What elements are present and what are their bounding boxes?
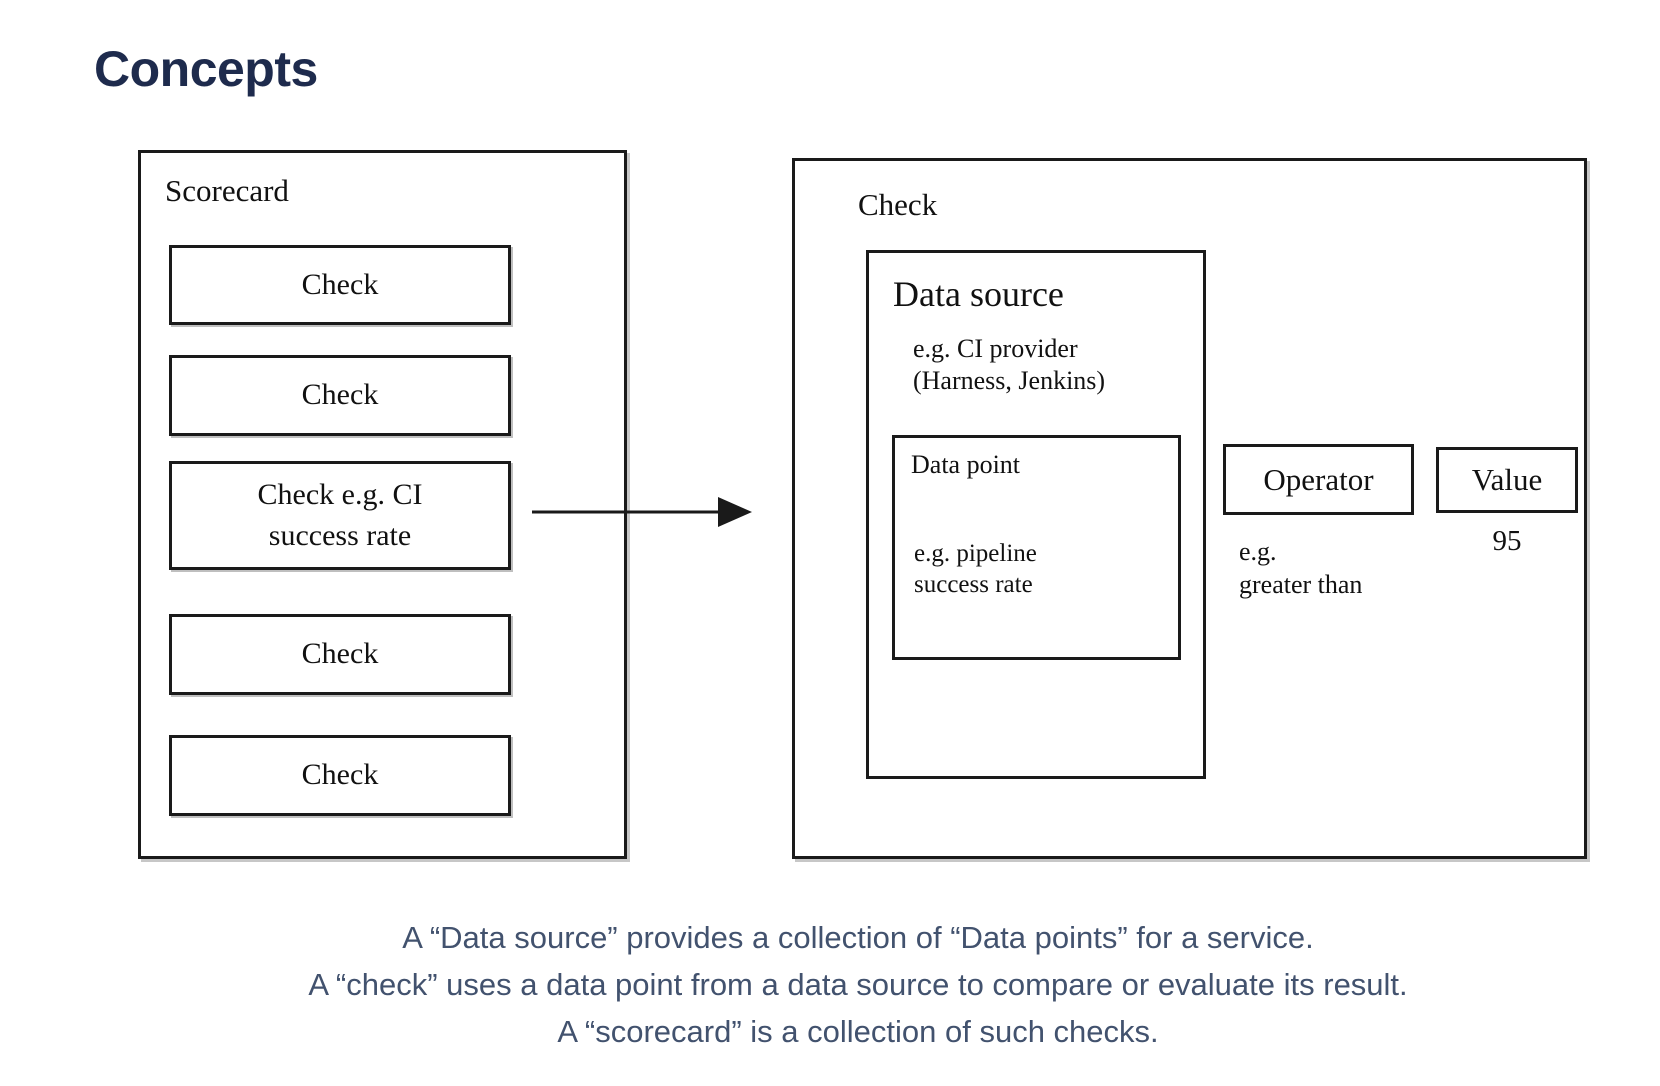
data-point-example: e.g. pipeline success rate	[914, 538, 1037, 600]
data-source-example-line: e.g. CI provider	[913, 334, 1078, 363]
check-item-label: Check	[301, 758, 379, 792]
check-item-box: Check	[169, 735, 511, 816]
caption-block: A “Data source” provides a collection of…	[56, 914, 1660, 1055]
check-item-ci-success-rate-box: Check e.g. CI success rate	[169, 461, 511, 570]
check-item-box: Check	[169, 355, 511, 436]
check-item-label-line: success rate	[268, 518, 412, 552]
caption-line: A “Data source” provides a collection of…	[402, 920, 1314, 955]
operator-example-line: greater than	[1239, 570, 1363, 599]
operator-box: Operator	[1223, 444, 1414, 515]
check-item-box: Check	[169, 245, 511, 325]
value-label: Value	[1471, 462, 1543, 497]
check-item-label: Check	[301, 378, 379, 412]
check-item-label-line: Check e.g. CI	[257, 478, 423, 511]
scorecard-label: Scorecard	[165, 173, 289, 208]
caption-line: A “scorecard” is a collection of such ch…	[557, 1014, 1159, 1049]
check-detail-box: Check Data source e.g. CI provider (Harn…	[792, 158, 1587, 859]
operator-label: Operator	[1263, 461, 1374, 497]
operator-example: e.g. greater than	[1239, 535, 1362, 601]
caption-line: A “check” uses a data point from a data …	[308, 967, 1408, 1002]
data-point-label: Data point	[911, 450, 1021, 479]
data-source-label: Data source	[893, 274, 1064, 314]
data-point-box: Data point e.g. pipeline success rate	[892, 435, 1181, 660]
flow-arrow-icon	[532, 497, 752, 527]
data-source-example-line: (Harness, Jenkins)	[913, 366, 1106, 395]
data-point-example-line: success rate	[914, 571, 1033, 598]
check-item-label: Check	[301, 267, 379, 301]
data-source-box: Data source e.g. CI provider (Harness, J…	[866, 250, 1206, 779]
scorecard-box: Scorecard Check Check Check e.g. CI succ…	[138, 150, 627, 859]
operator-example-line: e.g.	[1239, 537, 1277, 566]
data-source-example: e.g. CI provider (Harness, Jenkins)	[913, 333, 1105, 397]
check-item-label: Check	[301, 637, 379, 671]
value-example: 95	[1492, 525, 1522, 557]
data-point-example-line: e.g. pipeline	[914, 540, 1037, 567]
value-box: Value	[1436, 447, 1578, 513]
check-detail-label: Check	[858, 187, 938, 222]
check-item-box: Check	[169, 614, 511, 695]
page-title: Concepts	[94, 40, 318, 97]
